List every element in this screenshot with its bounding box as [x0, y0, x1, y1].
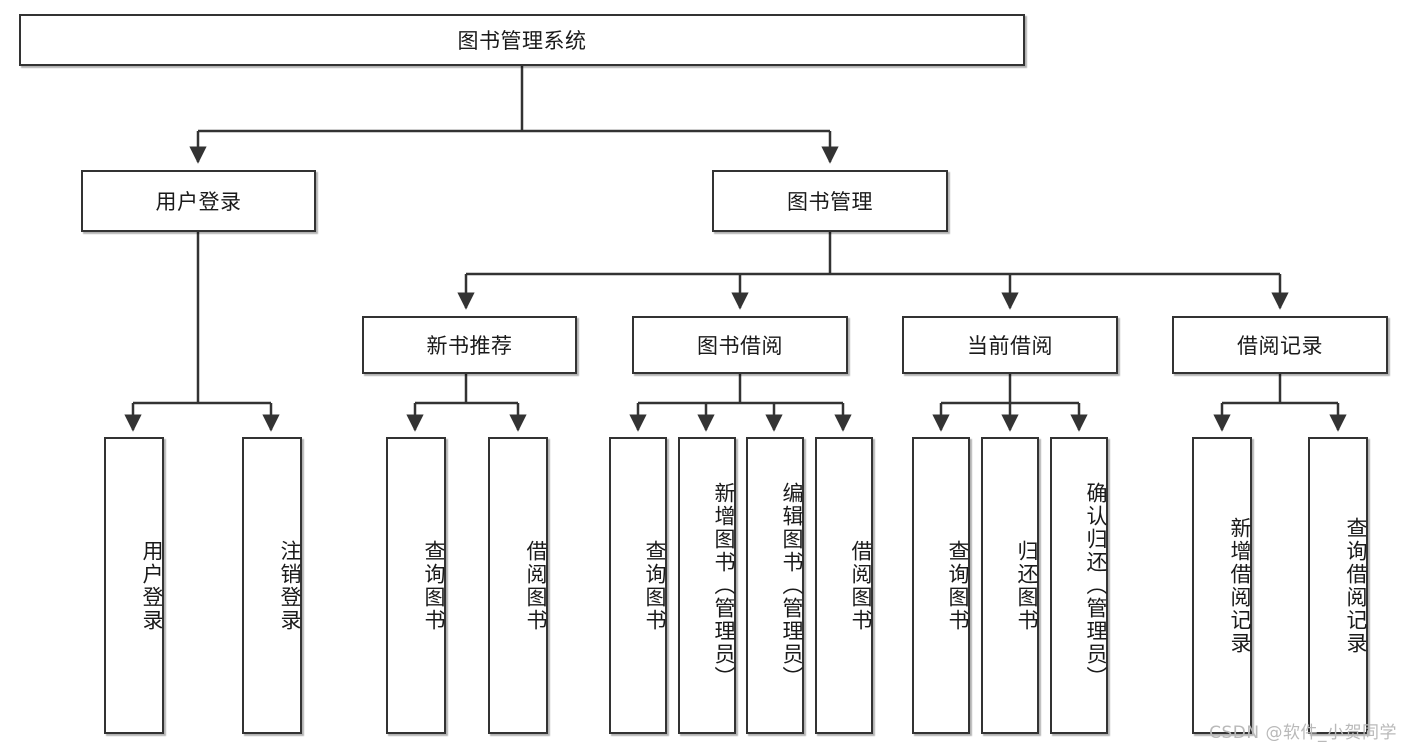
csdn-watermark: CSDN @软件_小贺同学: [1209, 723, 1397, 743]
node-leaf-query-book-current[interactable]: 查询图书: [912, 437, 970, 734]
node-label: 用户登录: [140, 539, 164, 632]
node-label: 查询图书: [422, 539, 446, 632]
node-leaf-query-borrow-record[interactable]: 查询借阅记录: [1308, 437, 1368, 734]
node-book-borrow[interactable]: 图书借阅: [632, 316, 848, 374]
node-user-login[interactable]: 用户登录: [81, 170, 316, 232]
node-label: 用户登录: [155, 190, 242, 214]
node-label: 当前借阅: [967, 334, 1053, 358]
node-label: 查询图书: [946, 539, 970, 632]
node-label: 查询借阅记录: [1344, 516, 1368, 655]
node-leaf-query-book-borrow[interactable]: 查询图书: [609, 437, 667, 734]
node-borrow-record[interactable]: 借阅记录: [1172, 316, 1388, 374]
node-leaf-add-borrow-record[interactable]: 新增借阅记录: [1192, 437, 1252, 734]
node-label: 借阅图书: [524, 539, 548, 632]
node-label: 图书管理系统: [457, 29, 587, 53]
node-label: 注销登录: [278, 539, 302, 632]
node-label: 新书推荐: [426, 334, 513, 358]
node-current-borrow[interactable]: 当前借阅: [902, 316, 1118, 374]
node-leaf-logout-login[interactable]: 注销登录: [242, 437, 302, 734]
node-new-book-recommend[interactable]: 新书推荐: [362, 316, 577, 374]
node-book-management[interactable]: 图书管理: [712, 170, 948, 232]
node-label: 借阅图书: [849, 539, 873, 632]
node-leaf-borrow-book-borrow[interactable]: 借阅图书: [815, 437, 873, 734]
node-leaf-borrow-book-recommend[interactable]: 借阅图书: [488, 437, 548, 734]
node-leaf-confirm-return-admin[interactable]: 确认归还（管理员）: [1050, 437, 1108, 734]
node-label: 确认归还（管理员）: [1084, 482, 1108, 689]
node-leaf-query-book-recommend[interactable]: 查询图书: [386, 437, 446, 734]
node-leaf-return-book[interactable]: 归还图书: [981, 437, 1039, 734]
node-leaf-user-login[interactable]: 用户登录: [104, 437, 164, 734]
node-book-management-system[interactable]: 图书管理系统: [19, 14, 1025, 66]
node-label: 查询图书: [643, 539, 667, 632]
node-label: 借阅记录: [1237, 334, 1323, 358]
node-label: 归还图书: [1015, 539, 1039, 632]
node-leaf-edit-book-admin[interactable]: 编辑图书（管理员）: [746, 437, 804, 734]
node-label: 图书管理: [787, 190, 873, 214]
node-leaf-add-book-admin[interactable]: 新增图书（管理员）: [678, 437, 736, 734]
node-label: 图书借阅: [697, 334, 783, 358]
node-label: 新增借阅记录: [1228, 516, 1252, 655]
node-label: 编辑图书（管理员）: [780, 482, 804, 689]
node-label: 新增图书（管理员）: [712, 482, 736, 689]
